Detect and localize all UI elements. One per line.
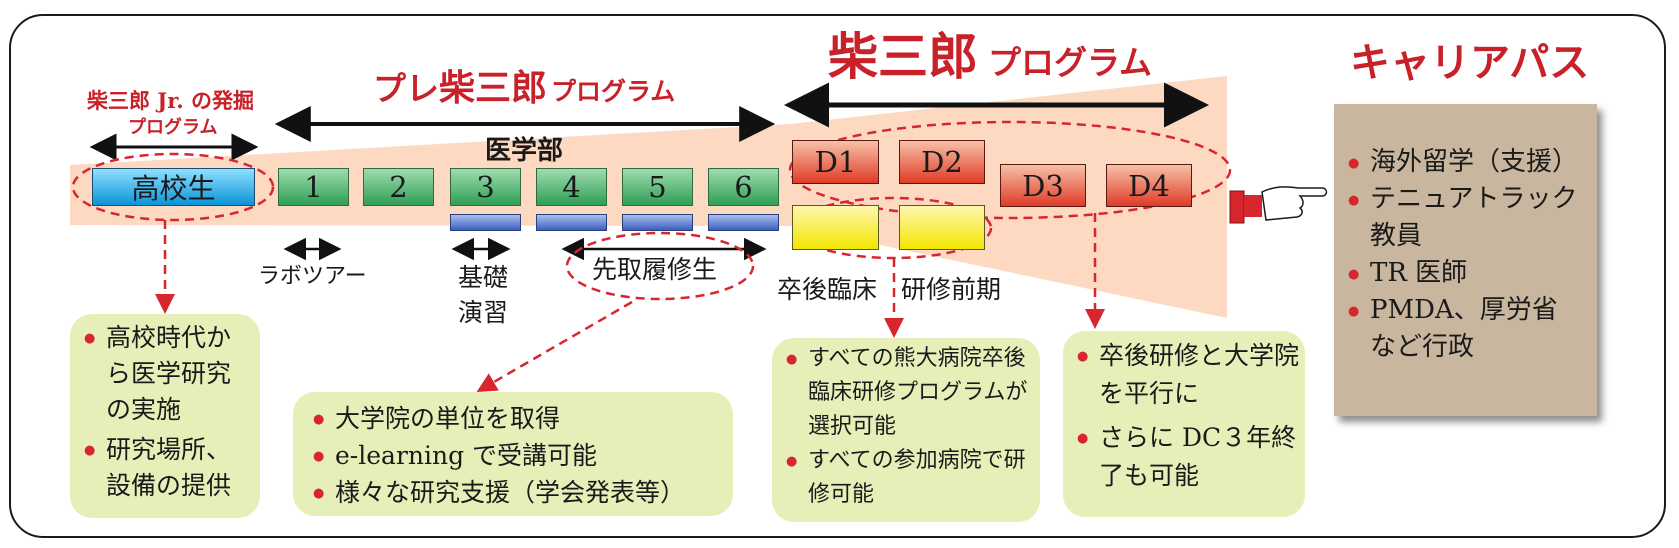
year-box-1: 1 [278,168,349,206]
grad-course-bar-6 [708,214,779,231]
jr-program-title-line1: 柴三郎 Jr. の発掘 [87,88,255,113]
shibasaburo-program-title: 柴三郎プログラム [828,27,1152,93]
career-item: PMDA、厚労省など行政 [1348,292,1583,366]
career-item: TR 医師 [1348,255,1583,293]
shibasaburo-program-suffix: プログラム [988,43,1153,82]
note-item: 大学院の単位を取得 [313,400,727,438]
basic-practice-label-2: 演習 [458,298,509,327]
year-box-5: 5 [622,168,693,206]
note-item: 高校時代から医学研究の実施 [84,320,254,428]
outer-frame [9,14,1666,538]
postgrad-clinical-label: 卒後臨床 [777,275,878,304]
pre-shibasaburo-title: プレ柴三郎プログラム [373,68,675,112]
doctoral-box-d2: D2 [899,140,985,184]
pre-name: 柴三郎 [439,67,548,109]
grad-course-bar-3 [450,214,521,231]
clinical-training-box-2 [899,205,985,250]
year-box-6: 6 [708,168,779,206]
high-school-ellipse [71,152,275,222]
grad-course-bar-4 [536,214,607,231]
parallel-note: 卒後研修と大学院を平行に さらに DC３年終了も可能 [1063,331,1305,517]
career-path-box: 海外留学（支援） テニュアトラック教員 TR 医師 PMDA、厚労省など行政 [1334,104,1597,416]
training-early-label: 研修前期 [901,275,1002,304]
note-item: すべての参加病院で研修可能 [786,444,1034,512]
pointing-hand-icon [1229,186,1328,224]
year-box-2: 2 [363,168,434,206]
jr-program-title-line2: プログラム [128,117,218,138]
clinical-training-note: すべての熊大病院卒後臨床研修プログラムが選択可能 すべての参加病院で研修可能 [772,338,1040,522]
clinical-training-box-1 [792,205,879,250]
note-item: 様々な研究支援（学会発表等） [313,474,727,512]
pre-program-suffix: プログラム [551,77,676,106]
note-item: e-learning で受講可能 [313,437,727,475]
advanced-course-label: 先取履修生 [592,255,718,284]
doctoral-ellipse [788,120,1232,220]
shibasaburo-title: 柴三郎 [828,27,978,86]
note-item: さらに DC３年終了も可能 [1077,419,1299,495]
doctoral-box-d4: D4 [1106,164,1192,207]
year-box-4: 4 [536,168,607,206]
year-box-3: 3 [450,168,521,206]
pre-program-note: 大学院の単位を取得 e-learning で受講可能 様々な研究支援（学会発表等… [293,392,733,516]
note-item: 研究場所、設備の提供 [84,432,254,504]
grad-course-bar-5 [622,214,693,231]
medical-school-label: 医学部 [485,136,564,166]
high-school-note: 高校時代から医学研究の実施 研究場所、設備の提供 [70,314,260,518]
career-item: テニュアトラック教員 [1348,181,1583,255]
pre-prefix: プレ [373,69,439,108]
basic-practice-label-1: 基礎 [458,263,509,292]
doctoral-box-d3: D3 [1000,164,1086,207]
note-item: 卒後研修と大学院を平行に [1077,337,1299,413]
note-item: すべての熊大病院卒後臨床研修プログラムが選択可能 [786,342,1034,444]
high-school-box: 高校生 [92,168,255,206]
lab-tour-label: ラボツアー [258,264,367,289]
career-item: 海外留学（支援） [1348,144,1583,182]
advanced-course-ellipse [565,231,755,301]
career-path-title: キャリアパス [1350,39,1590,86]
doctoral-box-d1: D1 [792,140,879,184]
